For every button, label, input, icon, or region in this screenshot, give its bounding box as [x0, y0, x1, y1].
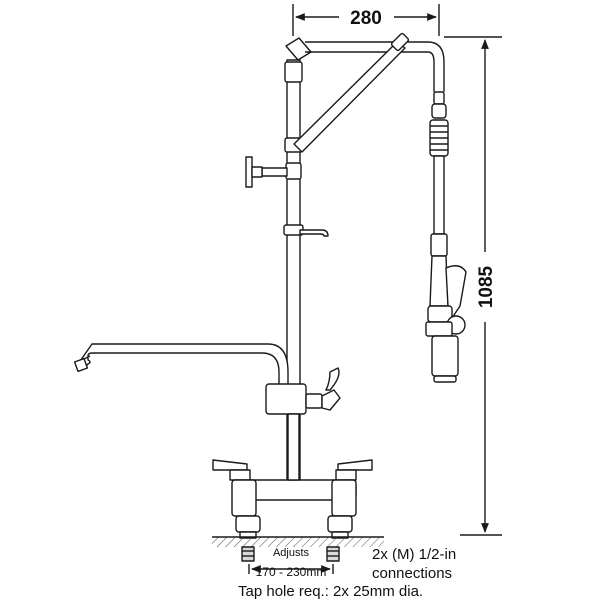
pre-rinse-spray-valve [425, 255, 467, 383]
overhead-arm [285, 37, 445, 92]
connections-line2: connections [372, 565, 452, 582]
height-dimension [444, 36, 502, 536]
riser-column [283, 59, 304, 481]
inlet-connections [241, 546, 340, 562]
width-dimension-label: 280 [350, 8, 382, 29]
adjusts-range: 170 - 230mm [256, 565, 327, 579]
spout-valve [265, 367, 341, 415]
spray-hose [429, 91, 449, 257]
tap-hole-requirement: Tap hole req.: 2x 25mm dia. [238, 583, 423, 600]
adjusts-title: Adjusts [273, 547, 310, 559]
height-dimension-label: 1085 [476, 265, 497, 308]
adjusts-dimension [248, 564, 334, 574]
counter-surface [212, 537, 384, 547]
right-tap-handle [327, 459, 373, 539]
left-tap-handle [212, 459, 261, 539]
swivel-spout [73, 343, 289, 387]
spray-hook [299, 229, 329, 237]
support-bracket [293, 32, 410, 153]
connections-line1: 2x (M) 1/2-in [372, 546, 456, 563]
width-dimension [292, 4, 440, 36]
connections-prefix: 2x (M) [372, 546, 419, 563]
connections-fraction: 1/2-in [419, 546, 457, 563]
wall-mount-bracket [245, 156, 288, 188]
